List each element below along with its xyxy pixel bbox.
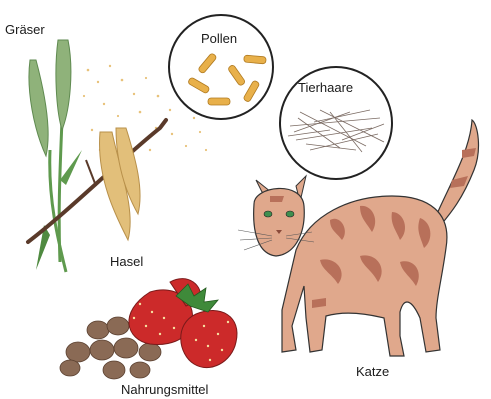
label-cat: Katze bbox=[356, 364, 389, 379]
label-grasses: Gräser bbox=[5, 22, 45, 37]
label-pollen: Pollen bbox=[201, 31, 237, 46]
label-food: Nahrungsmittel bbox=[121, 382, 208, 397]
hazel-branch-icon bbox=[28, 120, 166, 242]
label-hazel: Hasel bbox=[110, 254, 143, 269]
label-animal-hair: Tierhaare bbox=[298, 80, 353, 95]
